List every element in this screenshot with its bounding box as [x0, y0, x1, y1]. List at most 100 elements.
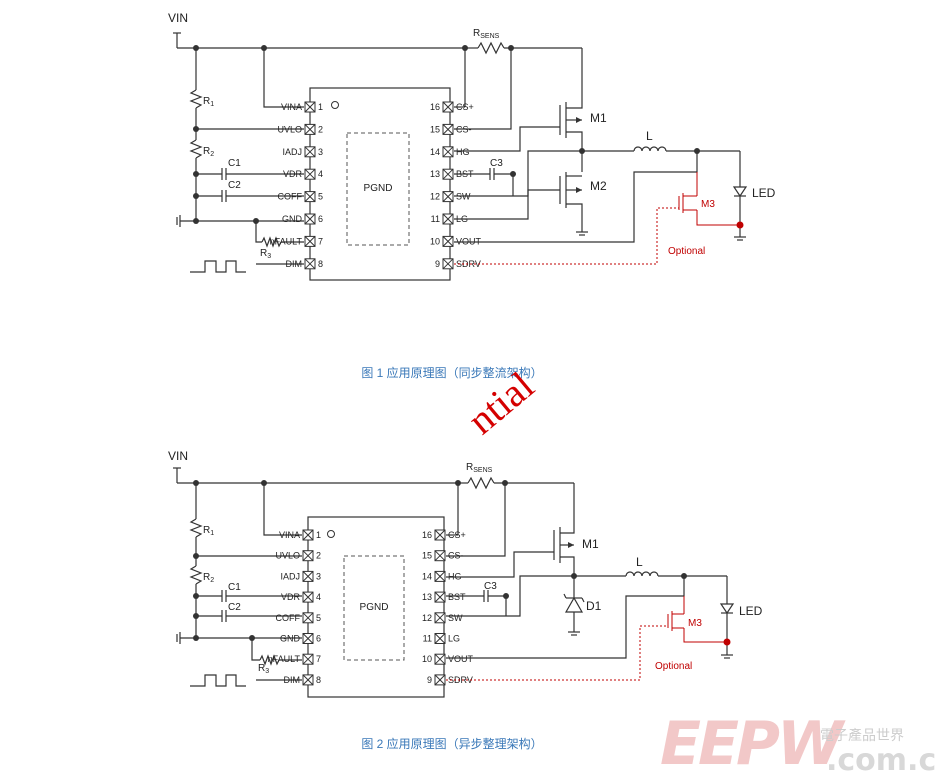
pgnd-pad [343, 555, 405, 661]
rsens-resistor [467, 476, 495, 490]
sdrv-optional-line [446, 625, 668, 681]
eepw-logo: EEPW 電子產品世界 .com.cn [660, 709, 935, 773]
c3-label: C3 [484, 581, 497, 592]
pin-number: 13 [430, 169, 440, 179]
vin-label: VIN [168, 11, 188, 25]
pin-number: 3 [318, 147, 323, 157]
pin-number: 1 [316, 530, 321, 540]
pin1-marker [331, 101, 339, 109]
logo-tagline: 電子產品世界 [820, 727, 904, 744]
pin-name: IADJ [282, 147, 302, 157]
pin-name: COFF [276, 613, 301, 623]
pin-name: COFF [278, 192, 303, 202]
pgnd-pad [346, 132, 410, 246]
pin-name: GND [280, 634, 301, 644]
pin-name: IADJ [280, 571, 300, 581]
pin-name: UVLO [277, 124, 302, 134]
led-label: LED [752, 186, 776, 200]
pin-name: SW [448, 613, 463, 623]
pin-number: 5 [318, 192, 323, 202]
pgnd-label: PGND [360, 602, 389, 613]
pin-name: CS- [448, 551, 464, 561]
pin-number: 7 [318, 236, 323, 246]
pin-name: SDRV [456, 259, 481, 269]
pwm-dim-signal [190, 260, 246, 273]
figure-2-caption: 图 2 应用原理图（异步整理架构） [361, 736, 542, 751]
pin-left-5: COFF 5 [278, 191, 323, 203]
pin-right-9: 9 SDRV [427, 674, 473, 686]
rsens-label: RSENS [466, 462, 493, 474]
pin-name: DIM [286, 259, 303, 269]
pin-number: 11 [431, 214, 440, 224]
inductor-label: L [636, 555, 643, 569]
pin-name: HG [456, 147, 470, 157]
m1-label: M1 [590, 111, 607, 125]
optional-label: Optional [655, 661, 692, 672]
c1-label: C1 [228, 158, 241, 169]
m3-label: M3 [688, 618, 702, 629]
pin-number: 6 [318, 214, 323, 224]
figure-2-schematic: VIN RSENS R1 R2 C1 [168, 449, 763, 698]
pin-number: 2 [318, 124, 323, 134]
rsens-label: RSENS [473, 28, 500, 40]
r3-label: R3 [260, 248, 271, 260]
led-label: LED [739, 604, 763, 618]
pin-name: CS+ [448, 530, 466, 540]
r2-label: R2 [203, 572, 214, 584]
pin-left-1: VINA 1 [279, 529, 321, 541]
d1-label: D1 [586, 599, 602, 613]
pin-number: 10 [422, 654, 432, 664]
pin-name: GND [282, 214, 303, 224]
pwm-dim-signal [190, 674, 246, 687]
pin-right-9: 9 SDRV [435, 258, 481, 270]
c1-label: C1 [228, 582, 241, 593]
pin-number: 15 [422, 551, 432, 561]
m3-label: M3 [701, 199, 715, 210]
pin-number: 12 [422, 613, 432, 623]
pin-name: VINA [279, 530, 300, 540]
pin-number: 13 [422, 592, 432, 602]
m2-label: M2 [590, 179, 607, 193]
pin-left-7: nFAULT 7 [270, 235, 323, 247]
pin-name: UVLO [275, 551, 300, 561]
r1-label: R1 [203, 96, 214, 108]
pin-number: 1 [318, 102, 323, 112]
pin-name: nFAULT [270, 236, 303, 246]
figure-1-caption: 图 1 应用原理图（同步整流架构） [361, 365, 542, 380]
pin-name: SDRV [448, 675, 473, 685]
pin1-marker [327, 530, 335, 538]
pin-number: 8 [316, 675, 321, 685]
pin-name: VDR [283, 169, 303, 179]
r2-label: R2 [203, 146, 214, 158]
led-diode [719, 603, 735, 615]
c2-label: C2 [228, 602, 241, 613]
figure-1-schematic: VIN RSENS R1 R2 [168, 11, 776, 281]
pin-left-2: UVLO 2 [277, 123, 323, 135]
inductor-l [625, 571, 659, 577]
pin-name: VOUT [448, 654, 474, 664]
pin-number: 9 [435, 259, 440, 269]
pin-number: 9 [427, 675, 432, 685]
pin-left-4: VDR 4 [283, 168, 323, 180]
logo-domain: .com.cn [826, 743, 935, 773]
pin-left-3: IADJ 3 [282, 146, 323, 158]
pin-number: 12 [430, 192, 440, 202]
pin-number: 14 [422, 571, 432, 581]
inductor-l [633, 146, 667, 152]
pin-number: 4 [318, 169, 323, 179]
pin-number: 15 [430, 124, 440, 134]
pin-name: LG [448, 634, 460, 644]
pin-number: 4 [316, 592, 321, 602]
pin-number: 2 [316, 551, 321, 561]
inductor-label: L [646, 129, 653, 143]
c2-label: C2 [228, 180, 241, 191]
